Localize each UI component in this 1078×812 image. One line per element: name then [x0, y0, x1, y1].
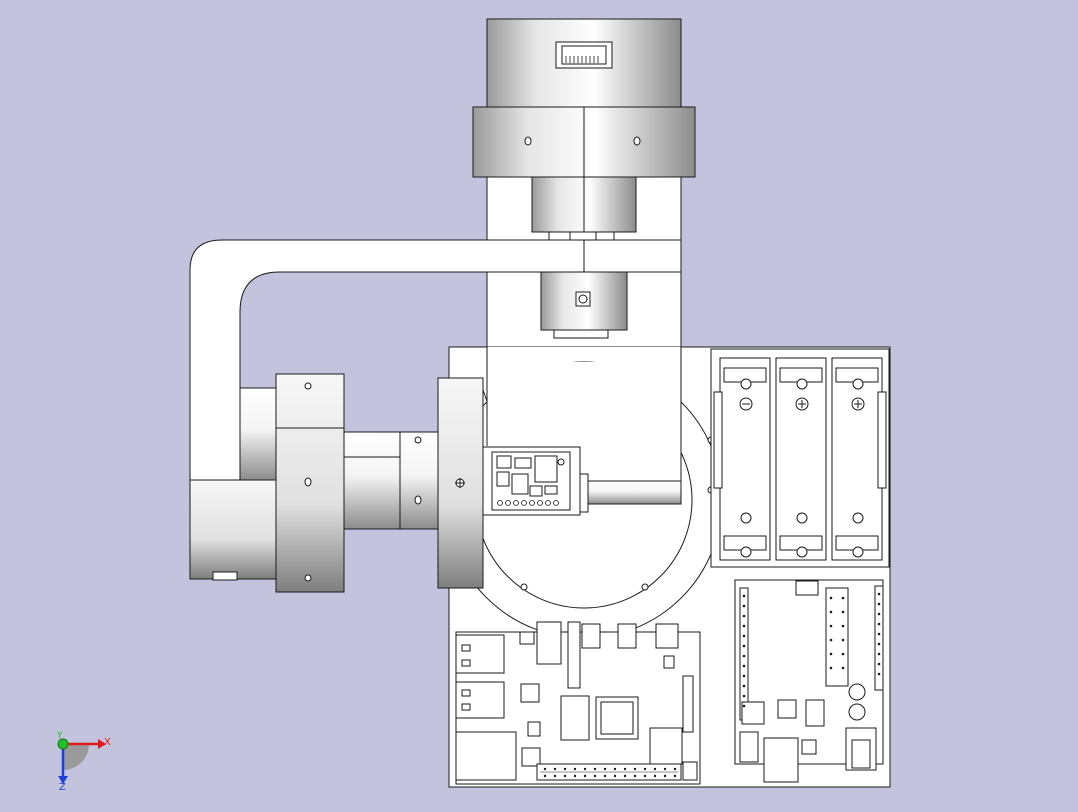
coordinate-triad: X Y Z [56, 731, 111, 793]
arduino-board [734, 579, 884, 783]
horizontal-rod [585, 480, 682, 505]
imu-sensor-board [482, 446, 581, 516]
l-shaped-arm [189, 239, 682, 481]
x-axis-head [98, 739, 106, 749]
top-motor [472, 18, 696, 241]
y-axis-label: Y [56, 731, 63, 741]
battery-holder [710, 348, 890, 568]
z-axis-head [58, 776, 68, 784]
raspberry-pi-board [455, 621, 701, 785]
roll-motor-assembly [189, 373, 484, 593]
y-axis-dot [57, 738, 69, 750]
triad-shade [63, 744, 89, 770]
z-axis-label: Z [59, 782, 66, 793]
x-axis-label: X [104, 737, 111, 748]
usb-b-connector [763, 737, 799, 783]
